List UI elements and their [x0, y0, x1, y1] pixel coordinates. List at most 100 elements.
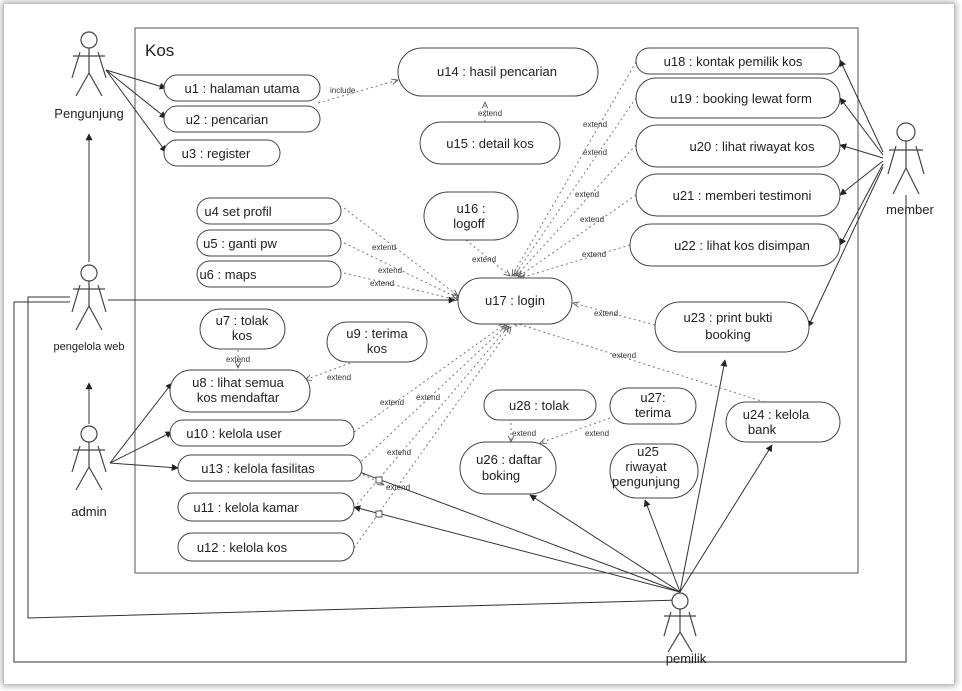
use-case-u14: u14 : hasil pencarian: [397, 47, 599, 97]
extend-label: extend: [387, 448, 411, 457]
associations: [85, 59, 884, 593]
use-case-label: u11 : kelola kamar: [193, 500, 299, 515]
use-case-label: u12 : kelola kos: [197, 540, 288, 555]
include-label: include: [330, 86, 356, 95]
svg-text:u5 : ganti pw: u5 : ganti pw: [203, 236, 277, 251]
extend-label: extend: [386, 483, 410, 492]
use-case-label: bank: [748, 422, 777, 437]
use-case-label: u20 : lihat riwayat kos: [689, 139, 815, 154]
svg-text:u22 : lihat kos disimpan: u22 : lihat kos disimpan: [674, 238, 810, 253]
use-case-u4: u4 set profil: [196, 197, 342, 225]
connector-marker: [375, 476, 383, 484]
use-case-u18: u18 : kontak pemilik kos: [635, 47, 841, 75]
use-case-label: u14 : hasil pencarian: [437, 64, 557, 79]
use-case-u11: u11 : kelola kamar: [177, 492, 355, 522]
use-case-u15: u15 : detail kos: [419, 121, 561, 165]
svg-text:u20 : lihat riwayat kos: u20 : lihat riwayat kos: [689, 139, 815, 154]
extend-label: extend: [585, 429, 609, 438]
use-case-u21: u21 : memberi testimoni: [635, 173, 841, 217]
connector-marker: [375, 510, 383, 518]
use-case-u13: u13 : kelola fasilitas: [177, 454, 363, 482]
extend-label: extend: [575, 190, 599, 199]
use-case-label: u23 : print bukti: [684, 310, 773, 325]
use-case-u2: u2 : pencarian: [163, 105, 321, 133]
extend-label: extend: [380, 398, 404, 407]
extend-label: extend: [612, 351, 636, 360]
use-case-label: terima: [635, 405, 672, 420]
use-case-u27: u27:terima: [609, 387, 697, 425]
use-case-label: u22 : lihat kos disimpan: [674, 238, 810, 253]
svg-text:u6 : maps: u6 : maps: [199, 267, 257, 282]
use-case-label: u27:: [640, 390, 665, 405]
svg-text:u28 : tolak: u28 : tolak: [509, 398, 569, 413]
extend-label: extend: [583, 120, 607, 129]
actor-pemilik: [663, 592, 697, 653]
use-case-label: u10 : kelola user: [186, 426, 282, 441]
svg-text:u13 : kelola fasilitas: u13 : kelola fasilitas: [201, 461, 315, 476]
use-case-label: booking: [705, 327, 751, 342]
extend-label: extend: [594, 309, 618, 318]
use-case-label: u19 : booking lewat form: [670, 91, 812, 106]
use-case-label: kos: [232, 328, 253, 343]
use-case-label: u8 : lihat semua: [192, 375, 285, 390]
use-case-label: u2 : pencarian: [186, 112, 268, 127]
actor-label-pengunjung: Pengunjung: [54, 106, 123, 121]
actor-pengunjung: [71, 31, 107, 97]
use-case-label: boking: [482, 468, 520, 483]
extend-label: extend: [583, 148, 607, 157]
extend-label: extend: [582, 250, 606, 259]
use-case-label: u5 : ganti pw: [203, 236, 277, 251]
use-case-u3: u3 : register: [163, 139, 281, 167]
extend-label: extend: [416, 393, 440, 402]
extend-label: extend: [370, 279, 394, 288]
use-case-label: kos: [367, 341, 388, 356]
use-case-label: u17 : login: [485, 293, 545, 308]
use-case-label: u21 : memberi testimoni: [673, 188, 812, 203]
actor-label-pengelola-web: pengelola web: [54, 341, 125, 353]
svg-text:u19 : booking lewat form: u19 : booking lewat form: [670, 91, 812, 106]
svg-text:u2 : pencarian: u2 : pencarian: [186, 112, 268, 127]
use-case-label: u16 :: [457, 201, 486, 216]
use-case-label: u4 set profil: [204, 204, 271, 219]
svg-text:u11 : kelola kamar: u11 : kelola kamar: [193, 500, 299, 515]
svg-text:u10 : kelola user: u10 : kelola user: [186, 426, 282, 441]
actor-label-admin: admin: [71, 504, 106, 519]
svg-text:u16 :logoff: u16 :logoff: [453, 201, 485, 231]
use-case-u10: u10 : kelola user: [169, 419, 355, 447]
use-case-label: pengunjung: [612, 474, 680, 489]
use-case-u23: u23 : print bukti booking: [654, 301, 810, 353]
relation-labels: include extend extend extend extend exte…: [226, 86, 636, 492]
svg-text:u3 : register: u3 : register: [182, 146, 251, 161]
svg-text:u14 : hasil pencarian: u14 : hasil pencarian: [437, 64, 557, 79]
svg-text:u17 : login: u17 : login: [485, 293, 545, 308]
extend-label: extend: [472, 255, 496, 264]
use-case-u17: u17 : login: [457, 277, 573, 325]
use-case-label: riwayat: [625, 459, 667, 474]
actor-admin: [71, 425, 107, 491]
svg-text:u1 : halaman utama: u1 : halaman utama: [185, 81, 301, 96]
use-case-u5: u5 : ganti pw: [196, 229, 342, 257]
extend-label: extend: [372, 243, 396, 252]
actor-pengelola-web: [71, 264, 107, 331]
svg-text:u15 : detail kos: u15 : detail kos: [446, 136, 534, 151]
svg-text:u4 set profil: u4 set profil: [204, 204, 271, 219]
use-case-u12: u12 : kelola kos: [177, 532, 355, 562]
use-case-label: u1 : halaman utama: [185, 81, 301, 96]
use-case-label: u15 : detail kos: [446, 136, 534, 151]
use-case-label: u9 : terima: [346, 326, 408, 341]
actor-label-member: member: [886, 202, 934, 217]
outer-connectors: [13, 195, 907, 663]
use-case-label: u18 : kontak pemilik kos: [664, 54, 803, 69]
use-case-u6: u6 : maps: [196, 260, 342, 288]
use-case-label: u26 : daftar: [476, 452, 542, 467]
system-title: Kos: [145, 41, 174, 60]
extend-label: extend: [226, 355, 250, 364]
